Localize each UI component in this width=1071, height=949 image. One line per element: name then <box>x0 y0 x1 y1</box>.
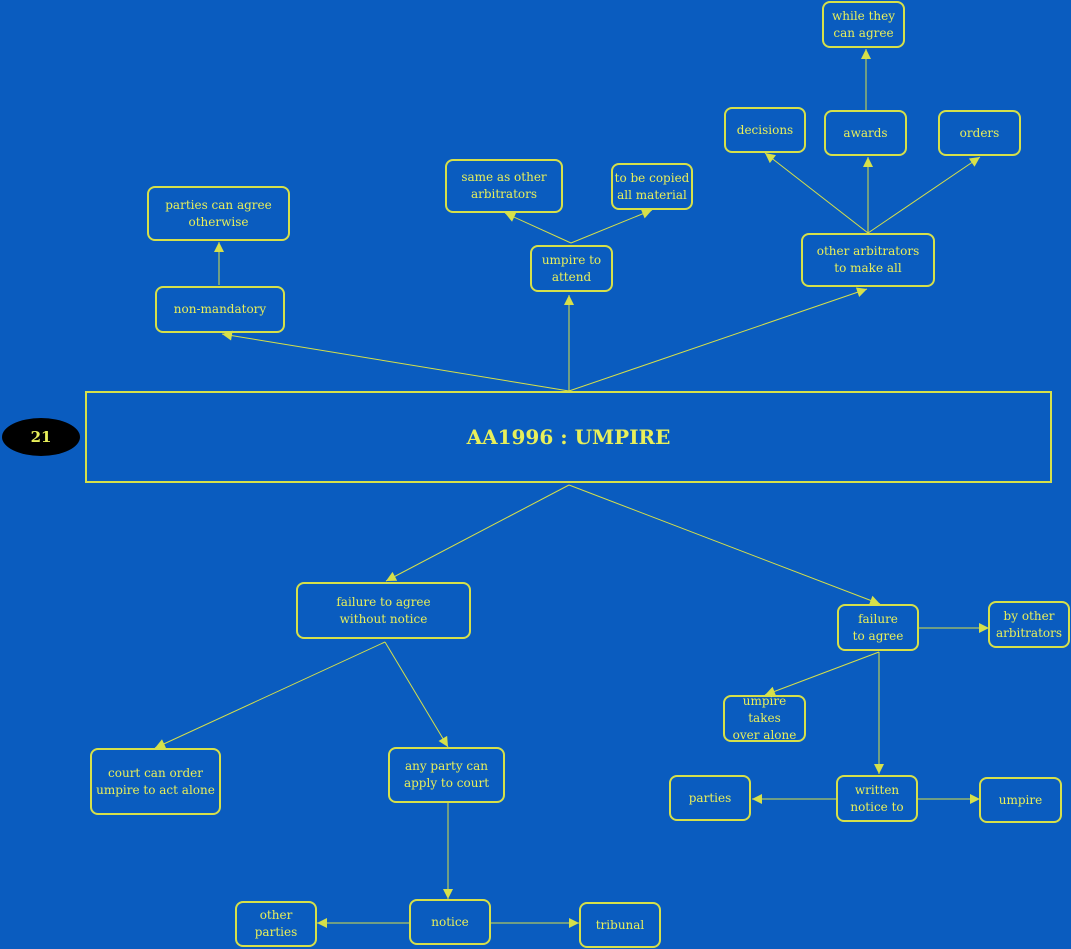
edge-without-notice-to-court <box>154 641 386 749</box>
edge-main-to-failure-without-notice <box>385 484 570 582</box>
edge-main-to-failure-to-agree <box>568 484 881 606</box>
node-umpire-to-attend: umpire to attend <box>530 245 613 292</box>
node-notice: notice <box>409 899 491 945</box>
edge-attend-to-same-as-other <box>504 212 572 244</box>
node-same-as-other-arbitrators: same as other arbitrators <box>445 159 563 213</box>
page-number-badge: 21 <box>2 418 80 456</box>
edge-failure-to-umpire-takes <box>764 651 880 697</box>
node-any-party-can-apply: any party can apply to court <box>388 747 505 803</box>
edge-without-notice-to-any-party <box>384 641 449 748</box>
node-umpire-takes-over-alone: umpire takes over alone <box>723 694 806 742</box>
node-tribunal: tribunal <box>579 902 661 948</box>
node-to-be-copied-all-material: to be copied all material <box>611 163 693 210</box>
node-orders: orders <box>938 110 1021 156</box>
node-non-mandatory: non-mandatory <box>155 286 285 333</box>
node-decisions: decisions <box>724 107 806 153</box>
node-awards: awards <box>824 110 907 156</box>
node-umpire: umpire <box>979 777 1062 823</box>
node-other-parties: other parties <box>235 901 317 947</box>
node-failure-to-agree: failure to agree <box>837 604 919 651</box>
node-parties-can-agree-otherwise: parties can agree otherwise <box>147 186 290 241</box>
node-written-notice-to: written notice to <box>836 775 918 822</box>
node-court-can-order: court can order umpire to act alone <box>90 748 221 815</box>
main-topic-title: AA1996 : UMPIRE <box>85 391 1052 483</box>
edge-other-arbitrators-to-orders <box>867 156 981 234</box>
node-failure-to-agree-without-notice: failure to agree without notice <box>296 582 471 639</box>
node-by-other-arbitrators: by other arbitrators <box>988 601 1070 648</box>
edge-other-arbitrators-to-decisions <box>764 152 869 234</box>
edge-main-to-non-mandatory <box>221 330 570 392</box>
edge-main-to-other-arbitrators <box>568 287 868 392</box>
node-parties: parties <box>669 775 751 821</box>
edge-attend-to-copied <box>570 209 653 244</box>
node-other-arbitrators-to-make-all: other arbitrators to make all <box>801 233 935 287</box>
node-while-they-can-agree: while they can agree <box>822 1 905 48</box>
